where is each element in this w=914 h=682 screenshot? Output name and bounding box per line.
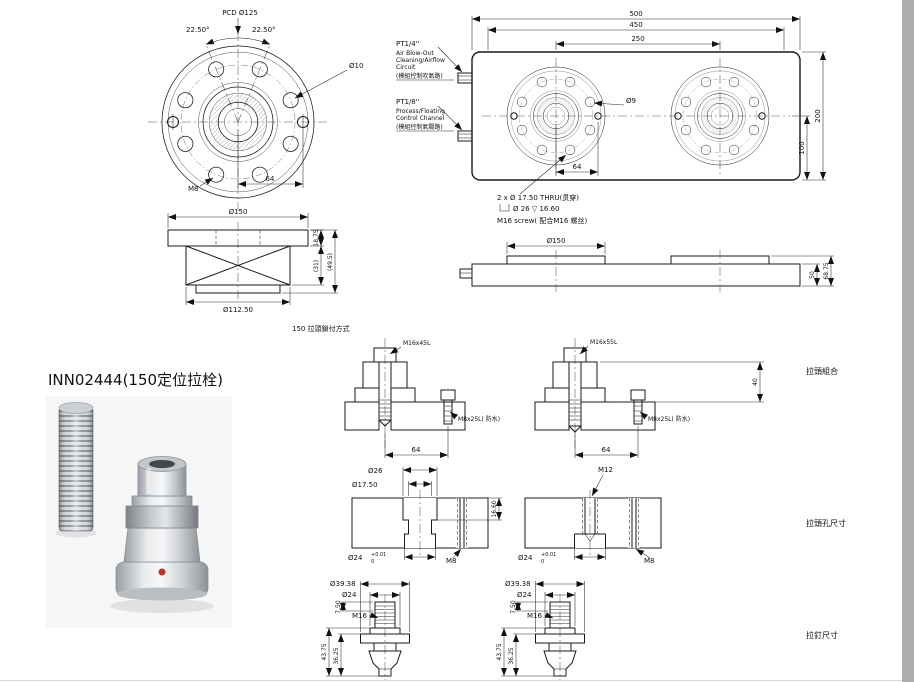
tol-zero-right: 0: [541, 559, 544, 565]
port-a-name: PT1/4'': [396, 40, 420, 48]
stud-dims-caption: 拉釘尺寸: [806, 630, 838, 640]
tol-plus-right: +0.01: [541, 552, 556, 558]
dim-m8: M8: [188, 185, 199, 193]
flange-front-view: PCD Ø125 22.50° 22.50° Ø10 M8 64: [148, 9, 363, 212]
hole-dimension-section: Ø26 Ø17.50 16.60 Ø24 +0.01 0 M8: [348, 466, 846, 565]
dim-dia24-left: Ø24: [348, 554, 363, 562]
dim-1875: 18.75: [313, 229, 320, 246]
dim-dia1750: Ø17.50: [352, 481, 378, 489]
side-bolt-right-label: M8x25L( 防水): [648, 415, 690, 423]
dim-1660: 16.60: [491, 500, 498, 517]
dim-40: 40: [752, 378, 759, 386]
plate-front-view: 500 450 250 200 100 Ø9 64: [396, 10, 826, 225]
stud-dimension-section: Ø39.38 Ø24 M16 7.50 43.75 36.25: [321, 580, 838, 680]
dim-250: 250: [631, 35, 644, 43]
dim-64-plate: 64: [573, 163, 582, 171]
dim-dia26: Ø26: [368, 467, 383, 475]
dim-dia3938-left: Ø39.38: [330, 580, 356, 588]
plate-side-view: Ø150 50 68.75: [459, 237, 834, 292]
dim-6875: 68.75: [823, 262, 830, 279]
port-a-line3: Circuit: [396, 64, 416, 71]
dim-4375-left: 43.75: [321, 643, 328, 660]
dim-dia11250: Ø112.50: [223, 306, 253, 314]
hole-block-left: Ø26 Ø17.50 16.60 Ø24 +0.01 0 M8: [348, 467, 502, 565]
photo-threaded-stud: [55, 402, 97, 538]
label-m16-right: M16: [527, 612, 542, 620]
red-dot-marker: [158, 568, 166, 576]
port-fitting-b: [457, 130, 473, 142]
counterbore-icon: [499, 204, 510, 212]
dim-dia9: Ø9: [626, 97, 636, 105]
note-screw: M16 screw( 配合M16 螺丝): [497, 216, 588, 225]
dim-angle-right: 22.50°: [252, 26, 276, 34]
label-m16-left: M16: [352, 612, 367, 620]
bolt-left-label: M16x45L: [403, 340, 431, 347]
assembly-section: 150 拉頭鎖付方式 M16x45L M8x2: [292, 324, 838, 458]
dim-750-left: 7.50: [335, 600, 342, 614]
dim-dia10: Ø10: [349, 62, 363, 70]
dim-450: 450: [629, 21, 642, 29]
dim-dia150: Ø150: [229, 208, 248, 216]
hole-dims-caption: 拉頭孔尺寸: [806, 518, 846, 528]
label-m8-left: M8: [446, 557, 457, 565]
product-label: INN02444(150定位拉栓): [48, 371, 223, 389]
dim-3625-right: 36.25: [508, 647, 515, 664]
port-fitting-a: [457, 72, 473, 84]
dim-3625-left: 36.25: [333, 647, 340, 664]
flange-side-view: Ø150 18.75 (31) (49.5) Ø112.50: [167, 208, 338, 314]
dim-dia24-right: Ø24: [518, 554, 533, 562]
dim-495: (49.5): [327, 253, 334, 271]
label-m12: M12: [598, 466, 613, 474]
assembly-right: M16x55L M8x25L( 防水) 64: [534, 338, 690, 458]
dim-100: 100: [798, 141, 806, 154]
dim-4375-right: 43.75: [496, 643, 503, 660]
assembly-caption: 拉頭組合: [806, 366, 838, 376]
tol-plus-left: +0.01: [371, 552, 386, 558]
side-bolt-left-label: M8x25L( 防水): [458, 415, 500, 423]
dim-750-right: 7.50: [510, 600, 517, 614]
dim-50: 50: [809, 271, 816, 279]
dim-500: 500: [629, 10, 642, 18]
product-photo: [46, 396, 232, 628]
dim-pcd125: PCD Ø125: [222, 9, 258, 17]
dim-64: 64: [266, 175, 275, 183]
bolt-right-label: M16x55L: [590, 339, 618, 346]
assembly-left: M16x45L M8x25L( 防水) 64: [344, 338, 500, 458]
stud-left: Ø39.38 Ø24 M16 7.50 43.75 36.25: [321, 580, 410, 680]
dim-dia24-stud-right: Ø24: [517, 591, 532, 599]
dim-31: (31): [313, 260, 320, 272]
note-counterbore: Ø 26 ▽ 16.60: [513, 205, 560, 213]
dim-dia24-stud-left: Ø24: [342, 591, 357, 599]
assembly-title: 150 拉頭鎖付方式: [292, 324, 350, 333]
port-b-line1: Process/Floating: [396, 108, 445, 115]
hole-block-right: M12 Ø24 +0.01 0 M8: [518, 466, 662, 565]
stud-right: Ø39.38 Ø24 M16 7.50 43.75 36.25: [496, 580, 585, 680]
photo-clamp-module: [110, 456, 214, 613]
right-edge-strip: [902, 0, 914, 682]
port-b-line3: (模組控制氣閥路): [396, 123, 443, 131]
port-b-line2: Control Channel: [396, 115, 445, 122]
port-b-name: PT1/8'': [396, 98, 420, 106]
dim-dia150-pad: Ø150: [547, 237, 566, 245]
dim-angle-left: 22.50°: [186, 26, 210, 34]
dim-64-left: 64: [412, 446, 421, 454]
port-a-line2: Cleaning/Airflow: [396, 57, 445, 64]
label-m8-right: M8: [644, 557, 655, 565]
dim-64-right: 64: [602, 446, 611, 454]
port-a-line1: Air Blow-Out: [396, 50, 434, 57]
tol-zero-left: 0: [371, 559, 374, 565]
dim-dia3938-right: Ø39.38: [505, 580, 531, 588]
note-thru-holes: 2 x Ø 17.50 THRU(贯穿): [497, 193, 579, 202]
dim-200: 200: [814, 109, 822, 122]
port-a-line4: (模組控制吹氣路): [396, 72, 443, 80]
